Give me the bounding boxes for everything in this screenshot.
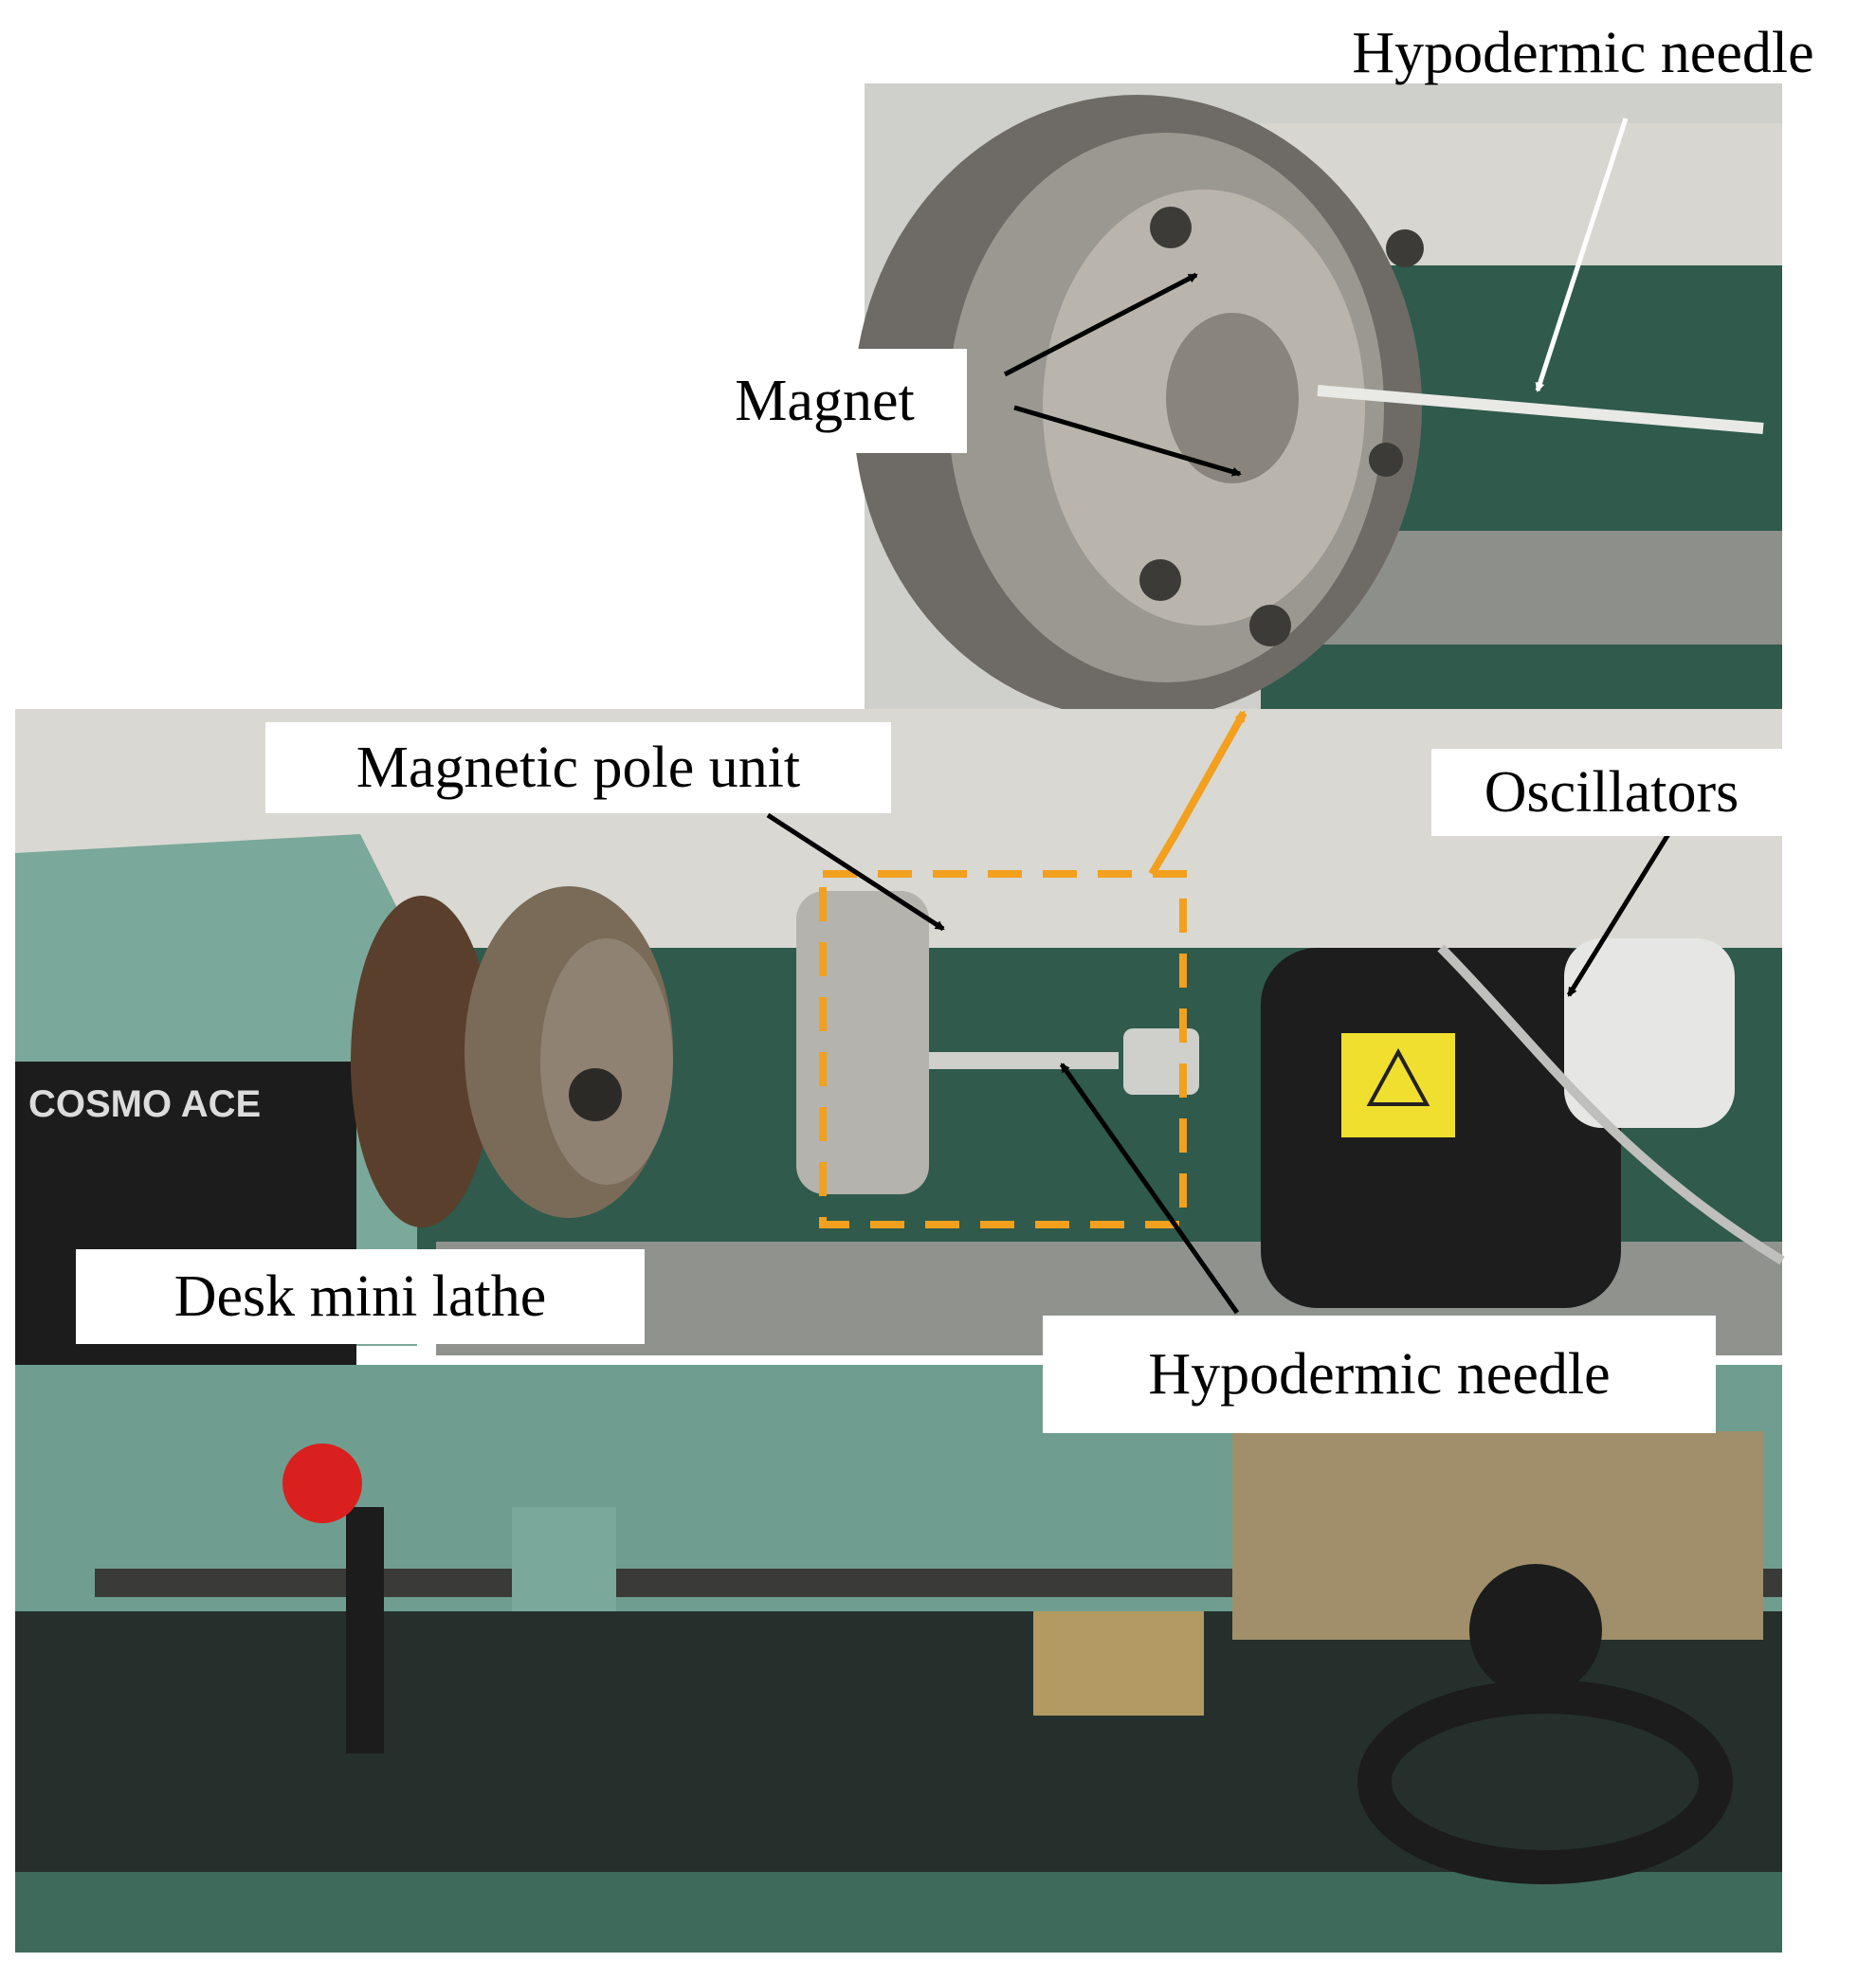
inset-center — [1166, 313, 1299, 483]
inset-bolt — [1249, 605, 1291, 646]
highlight-box — [819, 870, 1187, 1228]
inset-bolt — [1150, 207, 1192, 248]
highlight-arrow — [1148, 710, 1248, 877]
arrow-oscillators — [1566, 832, 1671, 997]
arrow-pole-unit — [766, 812, 945, 932]
coupling — [1123, 1028, 1199, 1095]
main-table-edge — [15, 1872, 1782, 1953]
arrow-top-needle — [1535, 118, 1629, 392]
backplate — [351, 896, 493, 1227]
inset-needle — [1317, 385, 1764, 434]
label-desk-mini-lathe: Desk mini lathe — [76, 1249, 645, 1344]
warning-triangle — [1366, 1047, 1430, 1106]
pole-unit — [796, 891, 929, 1194]
arrow-bottom-needle — [1059, 1063, 1240, 1315]
lathe-leg — [512, 1507, 616, 1611]
lever — [346, 1507, 384, 1753]
inset-bolt — [1139, 559, 1181, 601]
chuck-key-hole — [569, 1068, 622, 1121]
chuck-front — [540, 938, 673, 1185]
oscillator-motor — [1564, 938, 1735, 1128]
inset-bolt — [1369, 443, 1403, 477]
label-magnet: Magnet — [683, 349, 967, 453]
label-hypodermic-needle-bottom: Hypodermic needle — [1043, 1316, 1716, 1433]
pole-shaft — [929, 1052, 1119, 1069]
label-hypodermic-needle-top: Hypodermic needle — [1352, 21, 1814, 85]
handwheel-hub — [1469, 1564, 1602, 1697]
brass-block — [1033, 1611, 1204, 1716]
label-magnetic-pole-unit: Magnetic pole unit — [265, 722, 891, 813]
label-oscillators: Oscillators — [1431, 749, 1792, 836]
inset-bolt — [1386, 229, 1424, 267]
nameplate-brand: COSMO ACE — [28, 1083, 261, 1125]
handwheel — [1357, 1680, 1733, 1884]
arrow-magnet-lower — [1013, 405, 1242, 477]
arrow-magnet-upper — [1003, 272, 1198, 377]
inset-photo — [853, 83, 1782, 720]
red-knob — [282, 1444, 362, 1523]
oscillator-cable — [1437, 944, 1785, 1265]
